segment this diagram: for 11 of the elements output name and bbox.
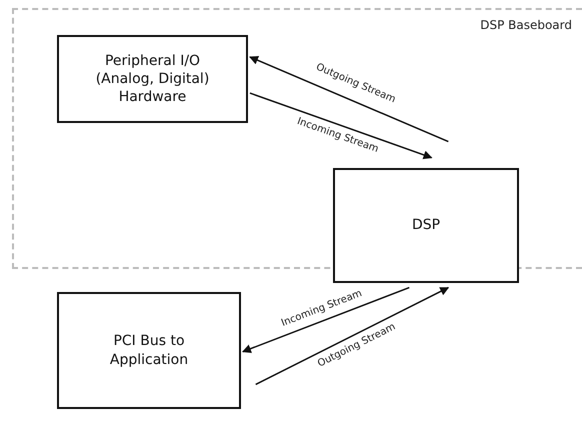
process-box	[57, 292, 241, 409]
box-label: PCI Bus to Application	[108, 332, 190, 369]
box-label: DSP	[412, 216, 440, 235]
arrow	[242, 286, 410, 353]
arrow	[249, 56, 449, 142]
region-title: DSP Baseboard	[480, 18, 572, 32]
arrow	[250, 92, 432, 160]
process-box	[333, 168, 519, 283]
box-label: Peripheral I/O (Analog, Digital) Hardware	[94, 52, 210, 106]
process-box	[57, 35, 248, 123]
arrow	[255, 286, 450, 386]
